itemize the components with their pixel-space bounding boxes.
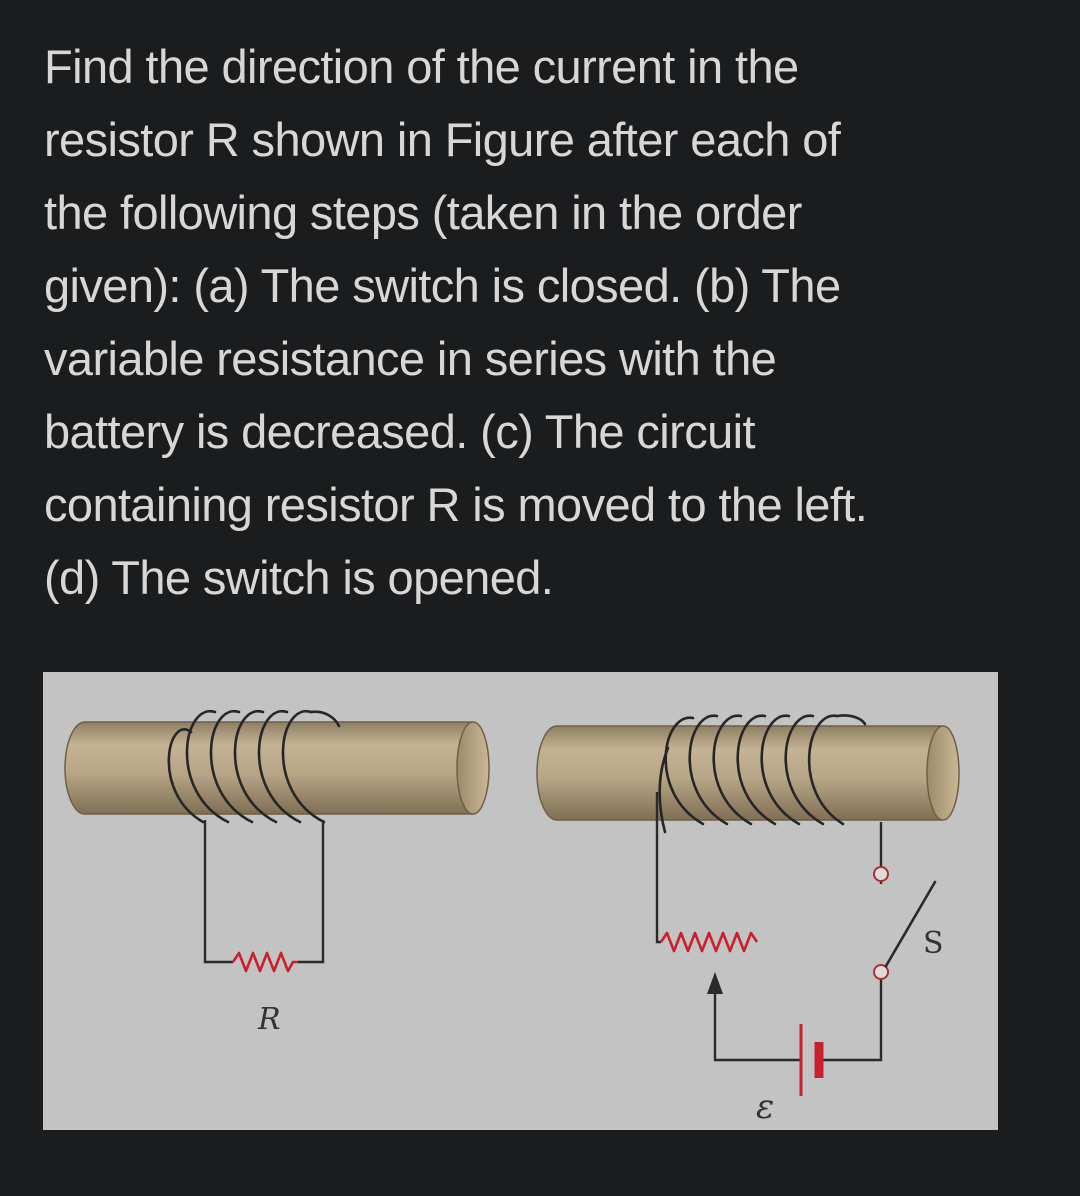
left-circuit-wire	[203, 820, 325, 964]
question-line: variable resistance in series with the	[44, 332, 777, 385]
circuit-figure: R	[43, 672, 998, 1130]
emf-label: ε	[756, 1087, 774, 1127]
resistor-label: R	[257, 1002, 281, 1037]
left-coil	[167, 710, 341, 824]
question-line: Find the direction of the current in the	[44, 40, 799, 93]
resistor-r	[231, 951, 298, 973]
circuit-diagram: R	[64, 710, 960, 1127]
right-circuit-wire	[655, 792, 883, 1062]
question-line: the following steps (taken in the order	[44, 186, 802, 239]
battery	[799, 1024, 824, 1096]
question-line: (d) The switch is opened.	[44, 551, 554, 604]
right-coil	[658, 714, 867, 834]
variable-resistor-arrow	[707, 972, 723, 994]
right-iron-rod	[536, 725, 960, 821]
question-text: Find the direction of the current in the…	[44, 30, 1044, 614]
variable-resistor	[659, 931, 759, 953]
question-line: resistor R shown in Figure after each of	[44, 113, 841, 166]
left-iron-rod	[64, 721, 490, 815]
switch-label: S	[923, 926, 944, 961]
question-line: battery is decreased. (c) The circuit	[44, 405, 756, 458]
question-line: containing resistor R is moved to the le…	[44, 478, 868, 531]
question-line: given): (a) The switch is closed. (b) Th…	[44, 259, 841, 312]
switch	[873, 866, 937, 980]
